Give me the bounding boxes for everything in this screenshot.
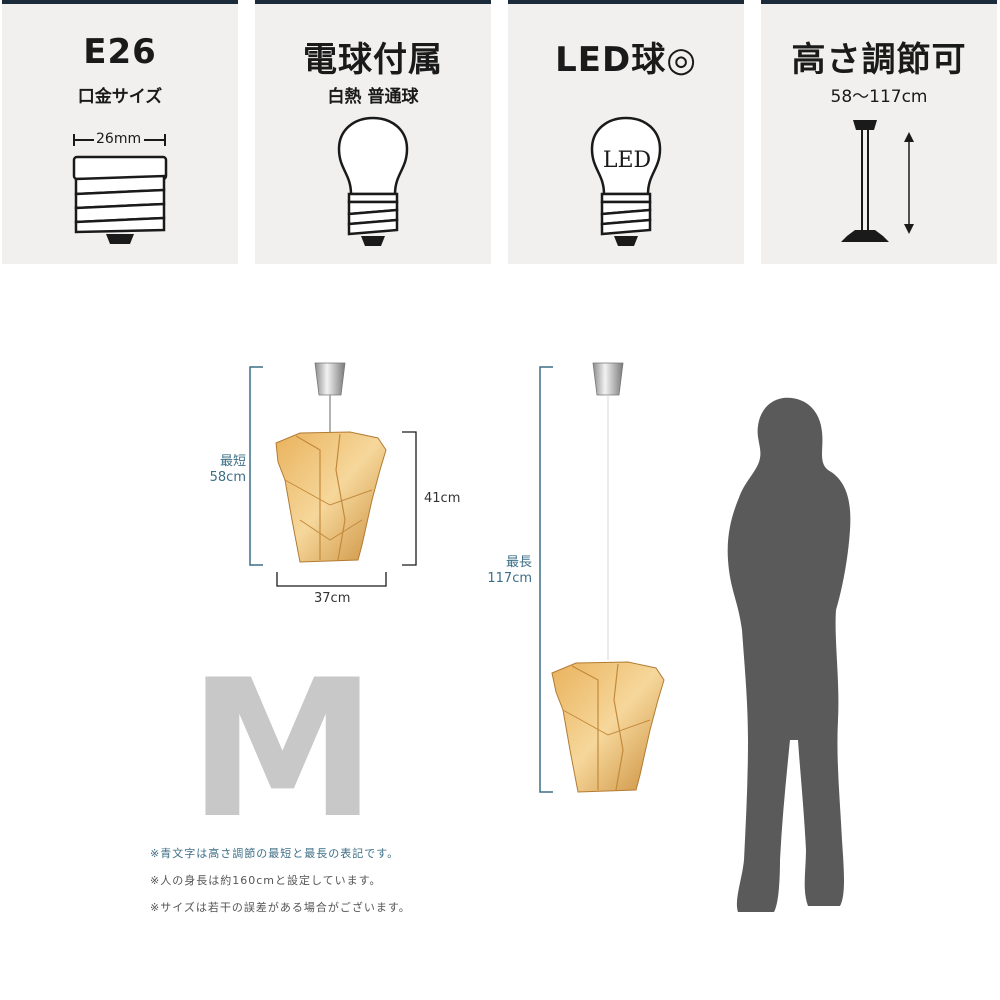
spec-card-socket: E26 口金サイズ 26mm	[2, 0, 238, 264]
height-adjust-icon	[841, 120, 914, 242]
socket-icon	[72, 134, 168, 244]
bulb-title: 電球付属	[303, 40, 443, 80]
bulb-subtitle: 白熱 普通球	[327, 87, 419, 107]
note-tolerance: ※サイズは若干の誤差がある場合がございます。	[150, 901, 411, 914]
person-silhouette	[727, 397, 851, 912]
socket-subtitle: 口金サイズ	[77, 87, 163, 107]
spec-card-led: LED球◎ LED	[508, 0, 744, 264]
shortest-label: 最短	[219, 454, 246, 469]
note-blue-text: ※青文字は高さ調節の最短と最長の表記です。	[150, 847, 400, 860]
shade-height-label: 41cm	[424, 491, 461, 506]
size-letter: M	[188, 639, 378, 860]
shortest-value: 58cm	[209, 470, 246, 485]
led-bulb-icon	[590, 116, 662, 246]
longest-value: 117cm	[487, 571, 532, 586]
height-range: 58〜117cm	[830, 87, 928, 107]
height-title: 高さ調節可	[791, 40, 967, 80]
led-title: LED球◎	[555, 40, 697, 80]
lamp-shortest	[275, 362, 387, 563]
longest-label: 最長	[505, 555, 532, 570]
bulb-icon	[337, 116, 409, 246]
spec-card-height: 高さ調節可 58〜117cm	[761, 0, 997, 264]
lamp-longest	[551, 362, 665, 793]
socket-dimension: 26mm	[96, 131, 142, 147]
shade-width-label: 37cm	[314, 591, 351, 606]
note-height: ※人の身長は約160cmと設定しています。	[150, 874, 382, 887]
spec-card-bulb-included: 電球付属 白熱 普通球	[255, 0, 491, 264]
socket-title: E26	[83, 32, 157, 72]
led-bulb-text: LED	[602, 148, 652, 173]
